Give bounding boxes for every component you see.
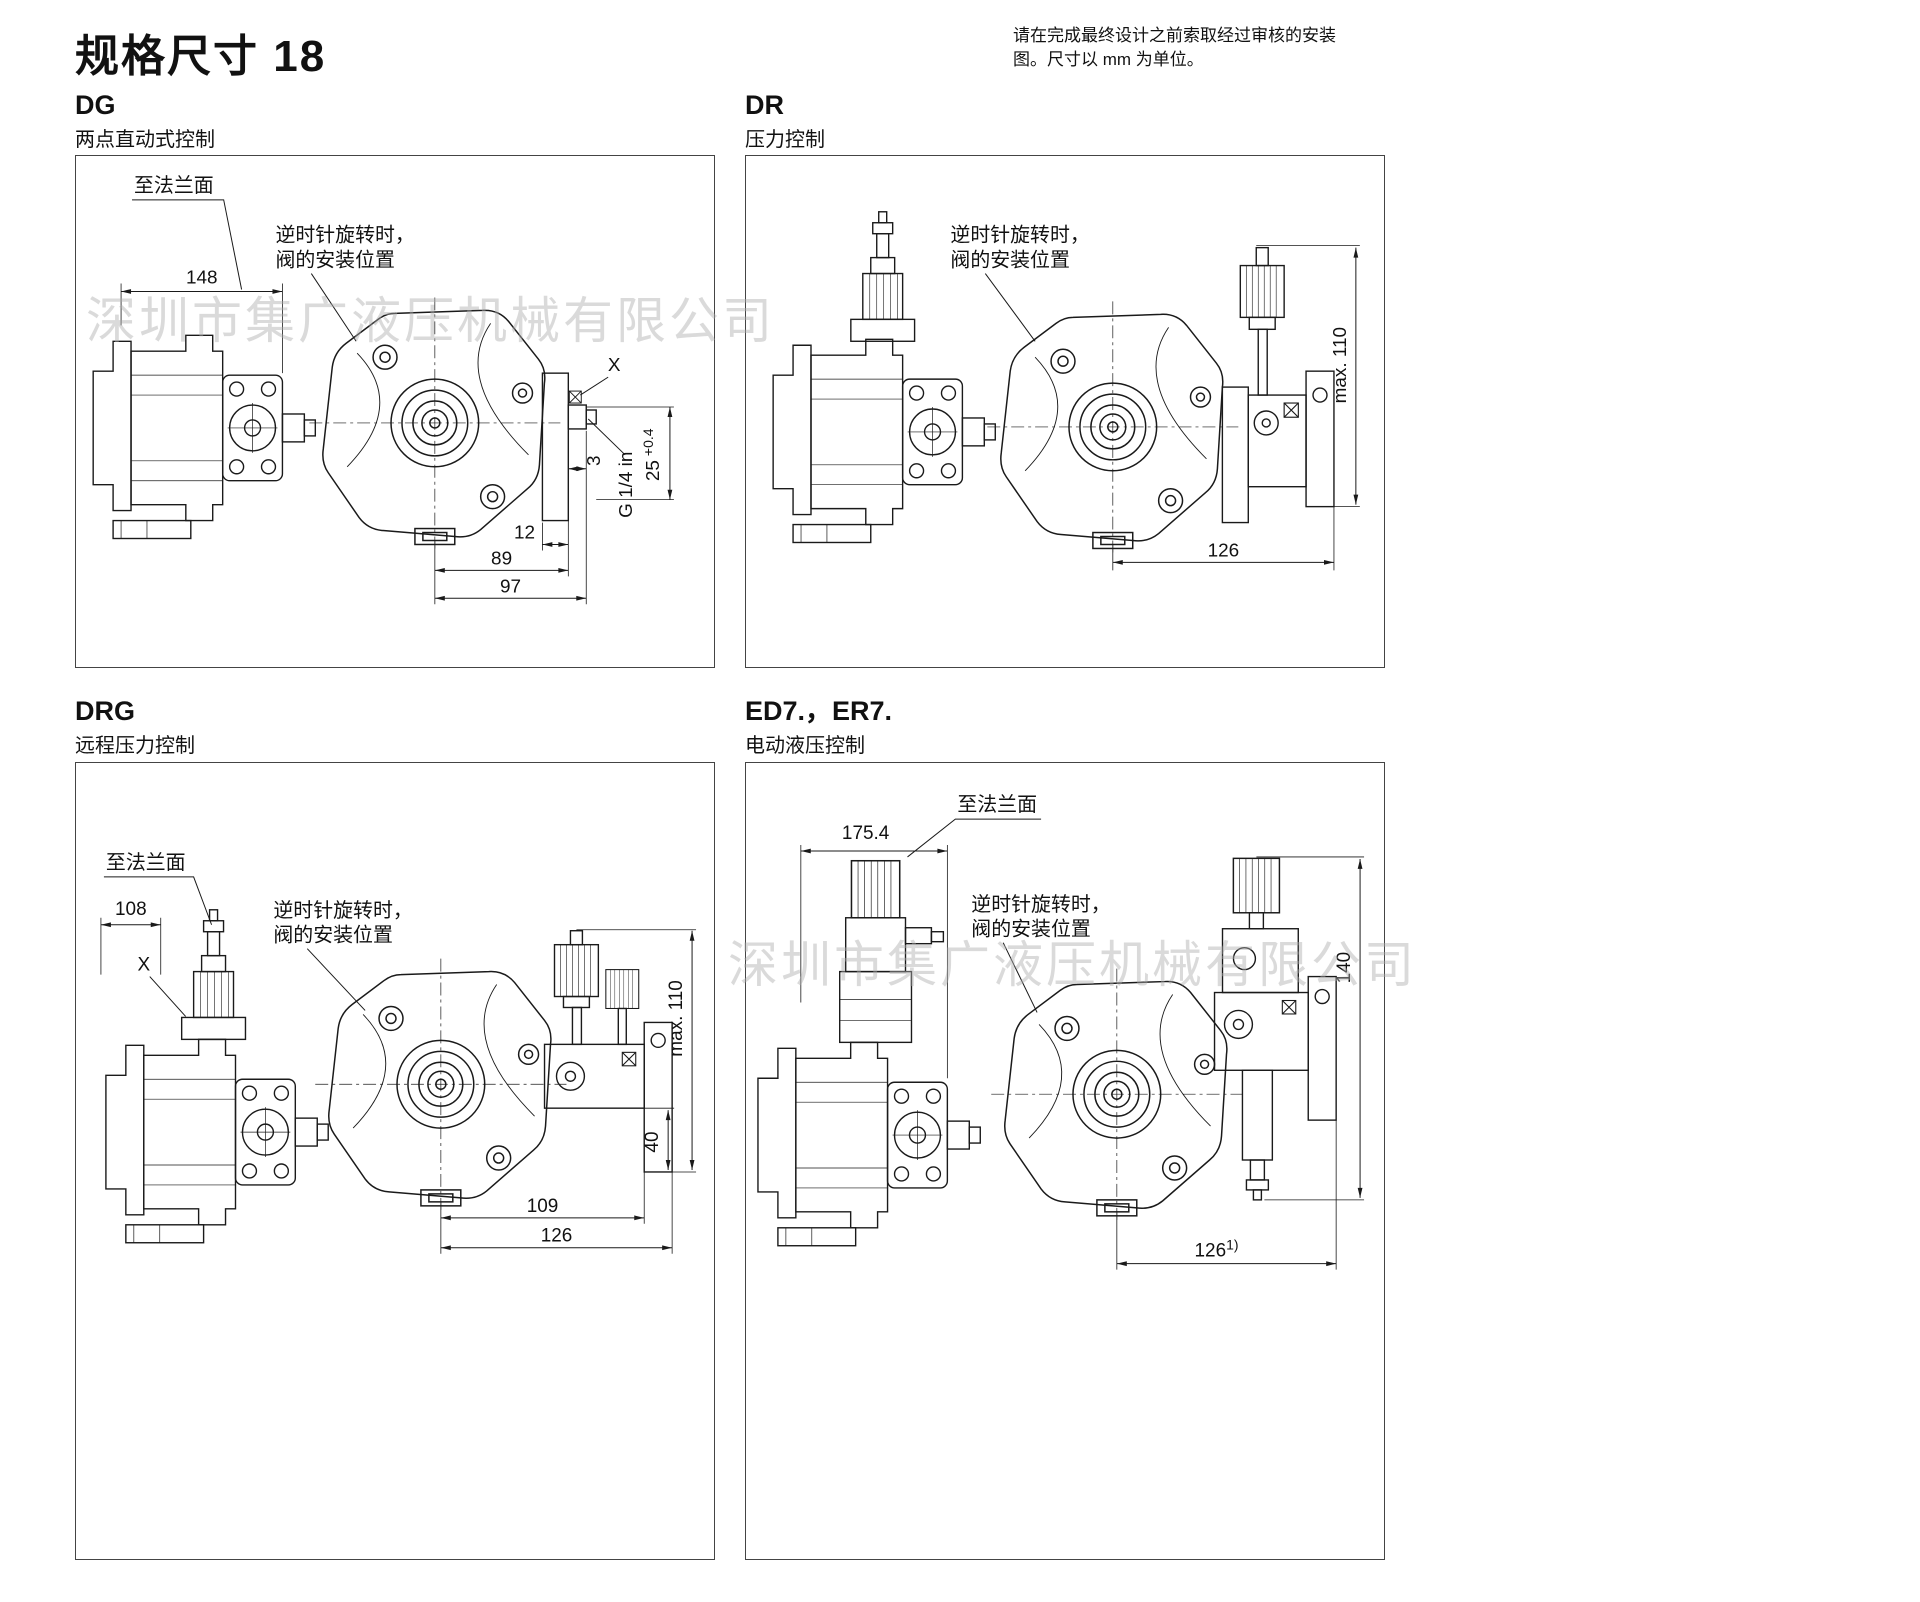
page-title: 规格尺寸 18	[75, 32, 327, 81]
dg-port-thread-label: G 1/4 in	[616, 452, 637, 518]
drg-port-x-symbol	[621, 1051, 637, 1067]
dr-header: DR 压力控制	[745, 90, 825, 152]
dg-front-view	[308, 296, 562, 550]
drg-flange-label: 至法兰面	[106, 851, 186, 874]
drg-x-label: X	[137, 955, 150, 976]
drg-dim-109: 109	[527, 1196, 559, 1217]
drg-dim-max110: max. 110	[666, 980, 687, 1057]
ed-front-view	[990, 967, 1244, 1221]
ed-dim-140: 140	[1334, 952, 1355, 984]
drg-adjuster-knob-left	[553, 943, 600, 998]
dr-port-x-symbol	[1283, 402, 1299, 418]
dg-dim-3: 3	[584, 456, 605, 467]
drg-drawing: 至法兰面 108 X 逆时针旋转时， 阀的安装位置	[100, 851, 697, 1254]
drg-panel: 至法兰面 108 X 逆时针旋转时， 阀的安装位置	[75, 762, 715, 1560]
dr-regulator	[850, 211, 916, 342]
dg-header: DG 两点直动式控制	[75, 90, 215, 152]
ed-valve-assembly	[1213, 912, 1337, 1201]
dg-dim-97: 97	[500, 576, 521, 597]
ed-header: ED7.，ER7. 电动液压控制	[745, 696, 892, 758]
dg-dim-148: 148	[186, 268, 218, 289]
drg-valve-note-2: 阀的安装位置	[273, 924, 393, 947]
dr-dim-max110: max. 110	[1330, 327, 1351, 403]
ed-panel: 至法兰面 175.4 逆时针旋转时， 阀的安装位置	[745, 762, 1385, 1560]
dr-valve-note-1: 逆时针旋转时，	[950, 224, 1089, 247]
drg-dim-126: 126	[541, 1226, 573, 1247]
header-note-line1: 请在完成最终设计之前索取经过审核的安装	[1013, 26, 1336, 45]
dr-code: DR	[745, 90, 784, 120]
dg-drawing: 至法兰面 148 逆时针旋转时， 阀的安装位置 X 3 G 1/4 in	[92, 174, 674, 605]
dr-front-view	[986, 300, 1240, 554]
dr-valve-note-2: 阀的安装位置	[950, 249, 1069, 272]
drg-regulator	[180, 909, 247, 1041]
drg-header: DRG 远程压力控制	[75, 696, 195, 758]
drg-dim-40: 40	[642, 1132, 663, 1153]
dr-side-view	[772, 338, 996, 544]
ed-side-view	[757, 1041, 981, 1247]
ed-adjuster-knob	[1232, 857, 1281, 914]
header-note: 请在完成最终设计之前索取经过审核的安装 图。尺寸以 mm 为单位。	[1013, 24, 1413, 72]
ed-subtitle: 电动液压控制	[745, 735, 865, 757]
ed-drawing: 至法兰面 175.4 逆时针旋转时， 阀的安装位置	[757, 793, 1365, 1270]
dr-valve-assembly	[1221, 246, 1335, 524]
dr-panel: 逆时针旋转时， 阀的安装位置 max. 110 126	[745, 155, 1385, 668]
ed-valve-note-2: 阀的安装位置	[971, 918, 1091, 941]
dg-valve-note-2: 阀的安装位置	[275, 249, 394, 272]
dg-panel: 至法兰面 148 逆时针旋转时， 阀的安装位置 X 3 G 1/4 in	[75, 155, 715, 668]
dr-dim-126: 126	[1208, 540, 1240, 561]
ed-flange-label: 至法兰面	[957, 793, 1037, 816]
dr-subtitle: 压力控制	[745, 129, 825, 151]
drg-valve-note-1: 逆时针旋转时，	[273, 899, 412, 922]
drg-subtitle: 远程压力控制	[75, 735, 195, 757]
header-note-line2: 图。尺寸以 mm 为单位。	[1013, 50, 1204, 69]
dg-dim-12: 12	[514, 523, 535, 544]
dg-subtitle: 两点直动式控制	[75, 129, 215, 151]
drg-adjuster-knob-right	[605, 969, 640, 1010]
dr-adjuster-knob	[1239, 264, 1285, 319]
ed-valve-note-1: 逆时针旋转时，	[971, 893, 1110, 916]
dg-x-label: X	[608, 355, 621, 376]
ed-solenoid	[839, 917, 945, 1044]
dg-flange-leader	[132, 199, 243, 290]
drg-front-view	[314, 957, 568, 1211]
ed-port-x-symbol	[1281, 999, 1297, 1015]
ed-solenoid-cap	[850, 859, 901, 919]
dr-drawing: 逆时针旋转时， 阀的安装位置 max. 110 126	[772, 211, 1360, 571]
dg-dim-89: 89	[491, 548, 512, 569]
dg-flange-label: 至法兰面	[134, 174, 214, 197]
dg-valve-note-1: 逆时针旋转时，	[275, 224, 414, 247]
drg-code: DRG	[75, 696, 135, 726]
dg-code: DG	[75, 90, 116, 120]
ed-dim-126: 1261)	[1195, 1237, 1239, 1262]
dg-port-x-symbol	[568, 390, 582, 404]
dg-dim-25: 25+0.4	[640, 428, 664, 481]
drg-dim-108: 108	[115, 899, 147, 920]
ed-code: ED7.，ER7.	[745, 696, 893, 726]
drg-side-view	[105, 1038, 329, 1244]
dg-side-view	[92, 334, 317, 540]
ed-dim-175: 175.4	[842, 823, 889, 844]
